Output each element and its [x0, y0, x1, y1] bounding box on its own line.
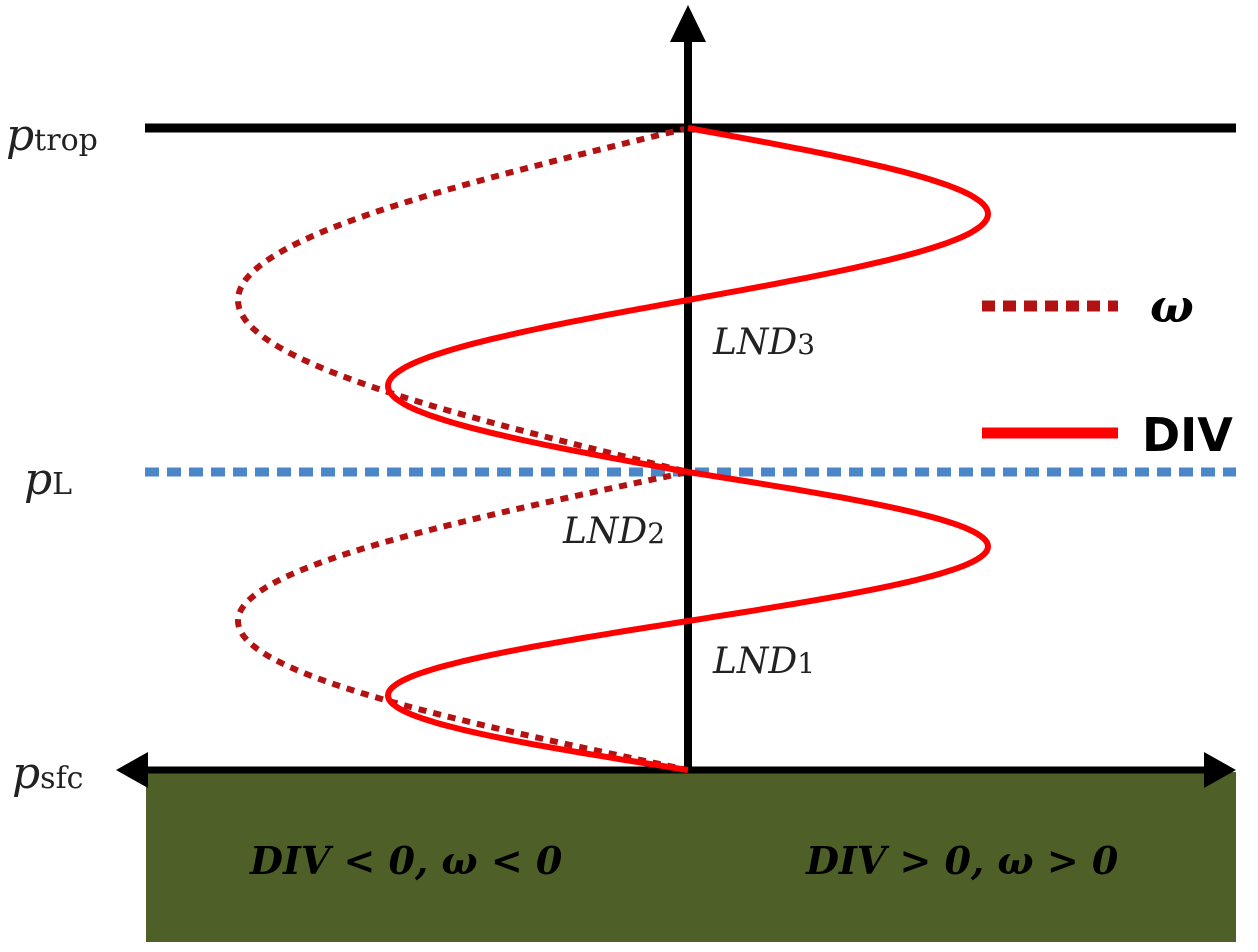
- div-curve: [384, 125, 992, 773]
- label-p-trop-base: p: [6, 110, 34, 161]
- ground-block: [146, 772, 1236, 942]
- label-lnd-1: LND1: [712, 641, 815, 682]
- label-p-trop: ptrop: [6, 110, 98, 161]
- label-p-L: pL: [24, 454, 72, 505]
- label-p-L-base: p: [24, 454, 52, 505]
- label-lnd-3-sub: 3: [797, 328, 815, 361]
- label-p-sfc-sub: sfc: [40, 761, 83, 796]
- label-lnd-2-sub: 2: [647, 517, 665, 550]
- surface-arrow-right: [1204, 752, 1236, 788]
- surface-arrow-left: [116, 752, 148, 788]
- legend-div-label: DIV: [1142, 408, 1233, 462]
- label-lnd-1-base: LND: [712, 641, 797, 682]
- vertical-axis-arrow: [670, 5, 706, 42]
- label-p-L-sub: L: [52, 467, 72, 502]
- legend-omega-label: ω: [1150, 279, 1194, 333]
- label-lnd-2: LND2: [562, 511, 665, 552]
- label-p-sfc: psfc: [12, 748, 83, 799]
- label-p-trop-sub: trop: [34, 123, 98, 158]
- label-lnd-2-base: LND: [562, 511, 647, 552]
- label-lnd-3-base: LND: [712, 322, 797, 363]
- ground-left-text: DIV < 0, ω < 0: [249, 838, 563, 883]
- label-lnd-1-sub: 1: [797, 647, 815, 680]
- omega-curve: [234, 125, 689, 773]
- ground-right-text: DIV > 0, ω > 0: [805, 838, 1119, 883]
- label-p-sfc-base: p: [12, 748, 40, 799]
- label-lnd-3: LND3: [712, 322, 815, 363]
